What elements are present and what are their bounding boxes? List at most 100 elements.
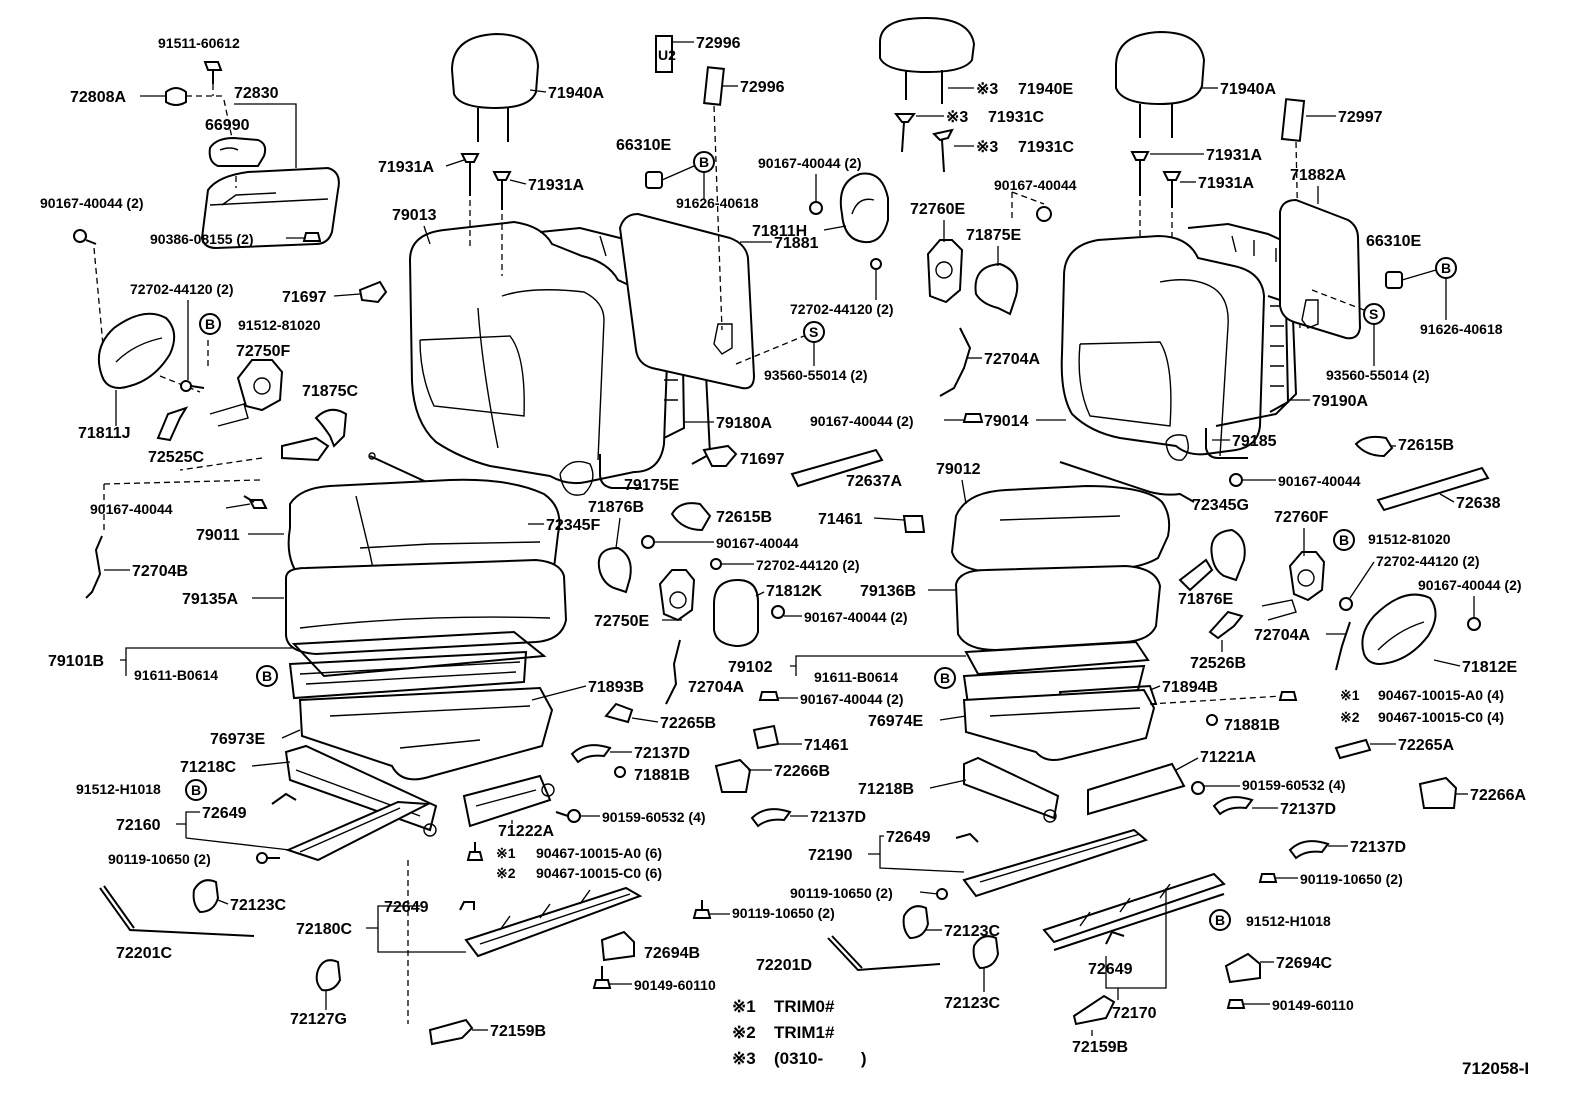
clip-71697-back: [702, 444, 738, 467]
bolt-90467-10015-right: [1278, 691, 1298, 701]
label-91512-H1018-b: 91512-H1018: [1246, 913, 1331, 929]
label-90167-40044-c: 90167-40044: [994, 177, 1077, 193]
label-72997: 72997: [1338, 109, 1383, 126]
legend-mark-3: ※3: [732, 1049, 756, 1068]
bolt-90119-10650-right-a: [936, 888, 948, 900]
legend-mark-2: ※2: [732, 1023, 756, 1042]
svg-text:S: S: [809, 324, 818, 340]
recliner-cover-71812K: [713, 578, 759, 648]
bolt-90167-40044-mid: [641, 535, 655, 549]
clip-72137D-c: [1212, 796, 1254, 816]
label-72637A: 72637A: [846, 473, 902, 490]
clip-72649-a: [271, 792, 297, 805]
hinge-cover-71876E: [1178, 528, 1246, 592]
label-72525C: 72525C: [148, 449, 204, 466]
label-71811J: 71811J: [78, 425, 131, 442]
label-72159B-a: 72159B: [490, 1023, 546, 1040]
label-76973E: 76973E: [210, 731, 265, 748]
back-board-71882A: [1279, 198, 1362, 340]
label-72694B: 72694B: [644, 945, 700, 962]
headrest-guide-71931A-d: [1162, 171, 1182, 208]
label-76974E: 76974E: [868, 713, 923, 730]
marker-b-91512-81020-right: B: [1333, 529, 1355, 551]
cable-72704A-center: [939, 327, 972, 397]
label-71940A-a: 71940A: [548, 85, 604, 102]
label-71931C-b: 71931C: [1018, 139, 1074, 156]
label-90167-40044-2-e: 90167-40044 (2): [800, 691, 904, 707]
label-79101B: 79101B: [48, 653, 104, 670]
bolt-90167-40044-79102: [758, 691, 780, 701]
label-71931A-d: 71931A: [1198, 175, 1254, 192]
bolt-72702-44120-right: [1339, 597, 1353, 611]
label-71697-a: 71697: [282, 289, 327, 306]
label-66310E-a: 66310E: [616, 137, 671, 154]
label-91626-40618-b: 91626-40618: [1420, 321, 1503, 337]
headrest-71940A-left: [450, 32, 540, 142]
label-79185: 79185: [1232, 433, 1277, 450]
label-71881B-b: 71881B: [1224, 717, 1280, 734]
headrest-guide-71931A-a: [460, 153, 480, 196]
label-71931A-b: 71931A: [528, 177, 584, 194]
label-90167-40044-2-a: 90167-40044 (2): [40, 195, 144, 211]
bolt-90167-40044-72760E: [1036, 206, 1052, 222]
bolt-72702-44120-72760E: [870, 258, 882, 270]
hook-79175E: [599, 454, 642, 489]
label-90167-40044-a: 90167-40044: [90, 501, 173, 517]
label-90386-08155-2: 90386-08155 (2): [150, 231, 254, 247]
label-90159-60532-4-b: 90159-60532 (4): [1242, 777, 1346, 793]
cover-72694B: [600, 930, 635, 962]
recliner-72750E: [658, 569, 696, 622]
legend-text-1: TRIM0#: [774, 997, 835, 1016]
bolt-90159-60532-left: [555, 809, 581, 823]
label-90119-10650-2-c: 90119-10650 (2): [790, 885, 893, 901]
label-71811H: 71811H: [752, 223, 807, 240]
cover-72127G: [315, 959, 342, 992]
seat-back-79013: [408, 220, 670, 496]
label-72345G: 72345G: [1192, 497, 1249, 514]
marker-s-93560-55014-left: S: [803, 321, 825, 343]
cup-holder-cover-66990: [208, 136, 267, 167]
label-66310E-b: 66310E: [1366, 233, 1421, 250]
label-90167-40044-b: 90167-40044: [716, 535, 799, 551]
marker-m3-b: ※3: [946, 109, 968, 126]
marker-m1-a: ※1: [496, 845, 516, 861]
seat-track-72180C: [464, 886, 643, 958]
label-71940A-b: 71940A: [1220, 81, 1276, 98]
label-72750F: 72750F: [236, 343, 290, 360]
label-71881B-a: 71881B: [634, 767, 690, 784]
label-71931A-c: 71931A: [1206, 147, 1262, 164]
bolt-90119-10650-right-b: [1258, 873, 1278, 883]
clip-72137D-a: [570, 744, 612, 764]
label-71876E: 71876E: [1178, 591, 1233, 608]
svg-text:B: B: [1215, 912, 1225, 928]
label-79135A: 79135A: [182, 591, 238, 608]
seat-back-79014: [1060, 234, 1266, 461]
knob-66310E-right: [1385, 271, 1403, 289]
label-72127G: 72127G: [290, 1011, 347, 1028]
bolt-90167-40044-right: [1229, 473, 1243, 487]
label-72266A: 72266A: [1470, 787, 1526, 804]
label-71931A-a: 71931A: [378, 159, 434, 176]
svg-text:B: B: [699, 154, 709, 170]
label-79011: 79011: [196, 527, 240, 544]
label-90467-10015-A0-4: 90467-10015-A0 (4): [1378, 687, 1504, 703]
cable-72704B: [85, 535, 103, 599]
strap-72638: [1376, 466, 1490, 512]
recliner-72760F: [1261, 551, 1326, 621]
label-72123C-b: 72123C: [944, 923, 1000, 940]
back-board-71881: [618, 212, 756, 390]
svg-text:B: B: [1441, 260, 1451, 276]
clip-72649-d: [1105, 930, 1125, 945]
label-93560-55014-2-b: 93560-55014 (2): [1326, 367, 1430, 383]
seat-track-71218B: [963, 756, 1060, 823]
label-90467-10015-C0-6: 90467-10015-C0 (6): [536, 865, 662, 881]
label-72702-44120-2-c: 72702-44120 (2): [790, 301, 894, 317]
label-90167-40044-2-b: 90167-40044 (2): [804, 609, 908, 625]
bracket-72808A: [165, 87, 187, 106]
svg-text:S: S: [1369, 306, 1378, 322]
label-72137D-a: 72137D: [634, 745, 690, 762]
label-72702-44120-2-b: 72702-44120 (2): [756, 557, 860, 573]
tag-72996-b: [703, 66, 725, 106]
label-90149-60110-a: 90149-60110: [634, 977, 716, 993]
clip-71461-b: [902, 515, 926, 533]
